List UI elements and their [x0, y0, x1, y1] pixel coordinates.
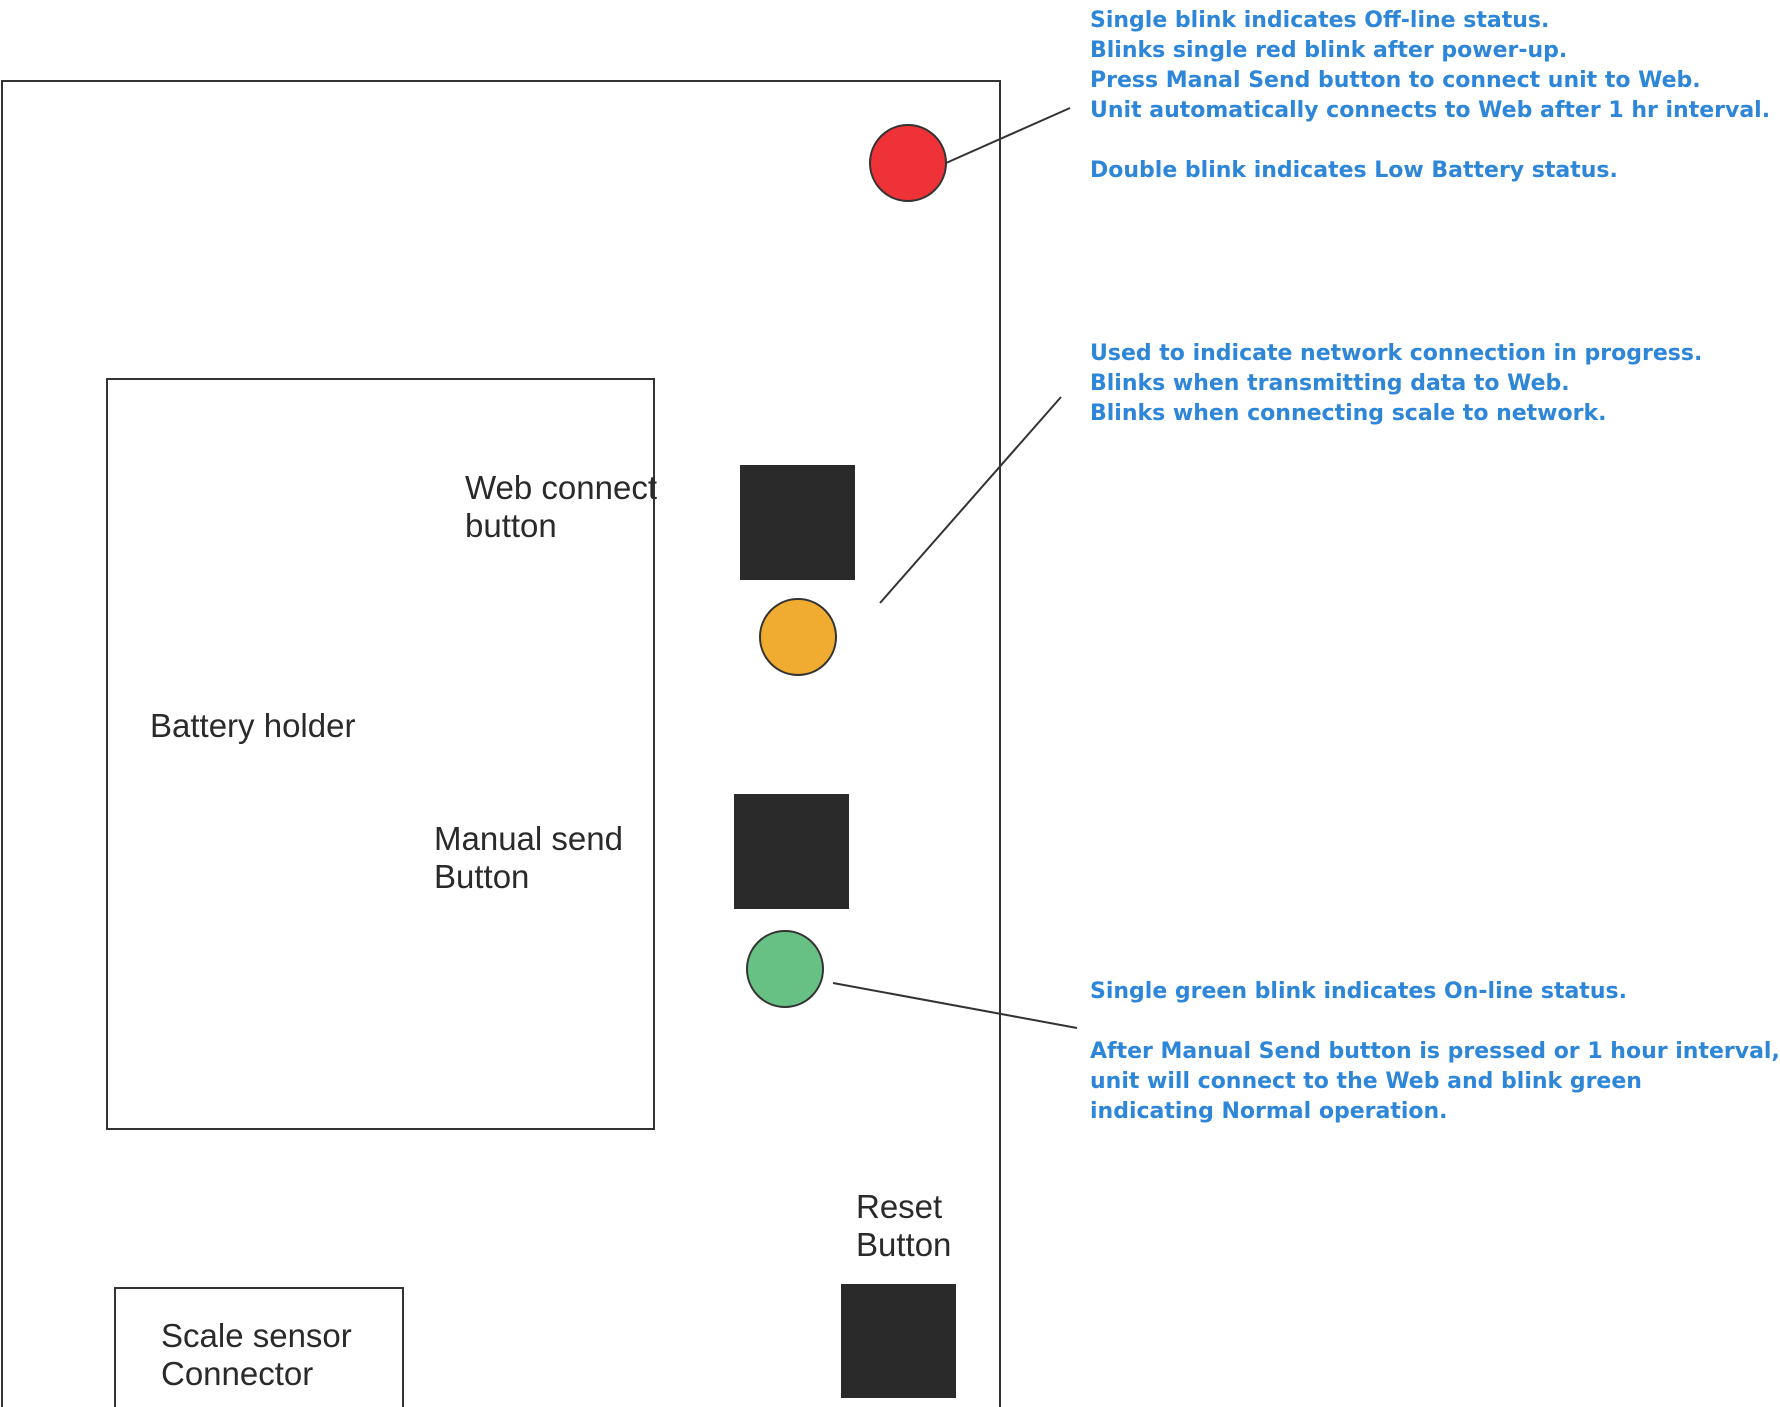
note-line: Blinks when connecting scale to network.	[1090, 401, 1607, 426]
note-line: Blinks single red blink after power-up.	[1090, 38, 1568, 63]
note-line: Press Manal Send button to connect unit …	[1090, 68, 1701, 93]
orange-led-callout-line	[879, 396, 1062, 604]
battery-holder-outline	[106, 378, 655, 1130]
scale-sensor-connector-outline	[114, 1287, 404, 1407]
note-line: Single blink indicates Off-line status.	[1090, 8, 1550, 33]
battery-holder-label: Battery holder	[150, 707, 356, 744]
label-line: Reset	[856, 1188, 943, 1225]
web-connect-button[interactable]	[740, 465, 855, 580]
web-connect-button-label: Web connect button	[465, 469, 657, 545]
red-led-callout-line	[945, 107, 1071, 164]
device-board-outline	[1, 80, 1001, 1407]
manual-send-button[interactable]	[734, 794, 849, 909]
label-line: Scale sensor	[161, 1317, 352, 1354]
red-led	[869, 124, 947, 202]
label-line: Button	[434, 858, 530, 895]
orange-led-note: Used to indicate network connection in p…	[1090, 339, 1702, 429]
label-line: Manual send	[434, 820, 623, 857]
green-led-note: Single green blink indicates On-line sta…	[1090, 977, 1780, 1127]
label-line: button	[465, 507, 557, 544]
manual-send-button-label: Manual send Button	[434, 820, 623, 896]
note-line: Single green blink indicates On-line sta…	[1090, 979, 1627, 1004]
note-line: Unit automatically connects to Web after…	[1090, 98, 1771, 123]
label-line: Web connect	[465, 469, 658, 506]
reset-button-label: Reset Button	[856, 1188, 951, 1264]
note-line: Double blink indicates Low Battery statu…	[1090, 158, 1618, 183]
note-line: Blinks when transmitting data to Web.	[1090, 371, 1570, 396]
label-line: Connector	[161, 1355, 314, 1392]
note-line	[1090, 1007, 1780, 1037]
green-led-callout-line	[832, 982, 1078, 1029]
reset-button[interactable]	[841, 1284, 956, 1398]
green-led	[746, 930, 824, 1008]
note-line: After Manual Send button is pressed or 1…	[1090, 1039, 1780, 1064]
note-line: unit will connect to the Web and blink g…	[1090, 1069, 1642, 1094]
note-line	[1090, 126, 1770, 156]
note-line: Used to indicate network connection in p…	[1090, 341, 1703, 366]
orange-led	[759, 598, 837, 676]
scale-sensor-connector-label: Scale sensor Connector	[161, 1317, 352, 1393]
label-line: Button	[856, 1226, 952, 1263]
note-line: indicating Normal operation.	[1090, 1099, 1448, 1124]
red-led-note: Single blink indicates Off-line status. …	[1090, 6, 1770, 186]
